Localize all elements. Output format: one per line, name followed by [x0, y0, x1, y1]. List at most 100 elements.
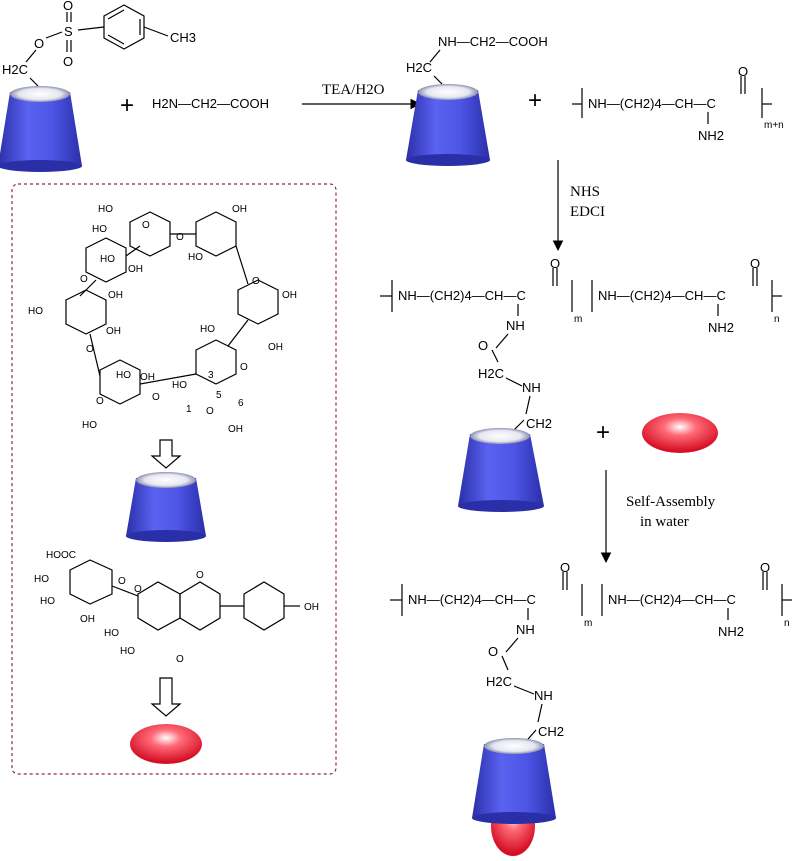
cd-number-3: 3 — [208, 370, 214, 381]
cd-label-8: O — [252, 276, 260, 287]
self-assembly-label: Self-Assembly — [626, 494, 716, 510]
cd-label-2: O — [176, 232, 184, 243]
conjugate-block2-nh2: NH2 — [708, 320, 734, 335]
cd-label-15: O — [86, 344, 94, 355]
cd-label-17: OH — [106, 326, 121, 337]
cd-label-3: OH — [232, 204, 247, 215]
cd-label-21: O — [152, 392, 160, 403]
cd-label-5: O — [142, 220, 150, 231]
cyclodextrin-cup-3 — [458, 428, 544, 512]
conjugate-block1-o: O — [550, 256, 560, 271]
beta-cyclodextrin-structure: HO O OH HO O HO OH O OH HO O OH OH HO O … — [28, 204, 297, 435]
cd-label-12: OH — [108, 290, 123, 301]
cyclodextrin-cup-2 — [406, 84, 490, 166]
cd-number-6: 6 — [238, 398, 244, 409]
assembly-block2-o: O — [760, 560, 770, 575]
polylysine-nh2: NH2 — [698, 128, 724, 143]
cd-label-9: OH — [282, 290, 297, 301]
flavonoid-cooh: HOOC — [46, 550, 76, 561]
conjugate-block2: NH—(CH2)4—CH—C — [598, 288, 726, 303]
cd-label-7: OH — [128, 264, 143, 275]
conjugate-amide-o: O — [478, 338, 488, 353]
assembly-block1-o: O — [560, 560, 570, 575]
flavonoid-label-7: HO — [104, 628, 119, 639]
benzene-ring — [103, 4, 145, 50]
inclusion-complex: NH—(CH2)4—CH—C O m NH—(CH2)4—CH—C O NH2 … — [390, 560, 792, 747]
inset-arrow-1 — [150, 439, 182, 469]
cd-label-19: HO — [172, 380, 187, 391]
cyclodextrin-cup-4 — [472, 738, 556, 856]
flavonoid-label-1: HO — [34, 574, 49, 585]
flavonoid-label-8: HO — [120, 646, 135, 657]
assembly-block1: NH—(CH2)4—CH—C — [408, 592, 536, 607]
tosyl-cyclodextrin: CH3 S O O O H2C — [2, 0, 196, 87]
conjugate-amide-nh: NH — [506, 318, 525, 333]
plus-sign-1: + — [120, 92, 134, 119]
polylysine-backbone: NH—(CH2)4—CH—C — [588, 96, 716, 111]
conjugate-block1: NH—(CH2)4—CH—C — [398, 288, 526, 303]
cd-label-1: HO — [98, 204, 113, 215]
assembly-amide-nh: NH — [516, 622, 535, 637]
cd-number-1: 1 — [186, 404, 192, 415]
sulfur-label: S — [64, 24, 73, 39]
ester-oxygen: O — [34, 36, 44, 51]
assembly-block1-sub: m — [584, 618, 592, 629]
sulfonyl-oxygen-down: O — [63, 54, 73, 69]
drug-ellipse-inset — [130, 724, 202, 764]
arrow-label-tea: TEA/H2O — [322, 82, 385, 98]
cyclodextrin-cup-1 — [0, 86, 82, 172]
assembly-block2-sub: n — [784, 618, 790, 629]
conjugate-linker-nh: NH — [522, 380, 541, 395]
flavonoid-structure: HOOC HO O HO OH O O HO HO O OH — [34, 550, 319, 665]
sulfonyl-oxygen-up: O — [63, 0, 73, 13]
assembly-block2-nh2: NH2 — [718, 624, 744, 639]
assembly-linker-nh: NH — [534, 688, 553, 703]
cd-label-22: OH — [140, 372, 155, 383]
product-nh-chain: NH—CH2—COOH — [438, 34, 548, 49]
flavonoid-label-9: O — [176, 654, 184, 665]
conjugate-block2-o: O — [750, 256, 760, 271]
cd-label-23: HO — [116, 370, 131, 381]
flavonoid-label-10: OH — [304, 602, 319, 613]
cd-label-20: O — [206, 406, 214, 417]
cd-label-18: O — [240, 362, 248, 373]
polylysine-carbonyl-o: O — [738, 64, 748, 79]
cd-label-16: HO — [200, 324, 215, 335]
conjugate-block2-sub: n — [774, 314, 780, 325]
product-methylene: H2C — [406, 60, 432, 75]
flavonoid-label-6: O — [196, 570, 204, 581]
plus-sign-2: + — [528, 87, 542, 114]
cd-label-14: HO — [28, 306, 43, 317]
cd-glycine-product: NH—CH2—COOH H2C — [406, 34, 548, 85]
cyclodextrin-cup-inset — [126, 472, 206, 542]
cd-label-4: HO — [92, 224, 107, 235]
conjugate-linker-h2c: H2C — [478, 366, 504, 381]
flavonoid-label-4: OH — [80, 614, 95, 625]
methyl-label: CH3 — [170, 30, 196, 45]
flavonoid-label-3: HO — [40, 596, 55, 607]
reagent-nhs: NHS — [570, 184, 600, 200]
assembly-linker-ch2: CH2 — [538, 724, 564, 739]
inset-frame — [11, 183, 337, 775]
cd-label-24: HO — [82, 420, 97, 431]
polylysine-subscript: m+n — [764, 120, 784, 131]
conjugate-block1-sub: m — [574, 314, 582, 325]
flavonoid-label-5: O — [134, 584, 142, 595]
in-water-label: in water — [640, 514, 689, 530]
polylysine: NH—(CH2)4—CH—C O NH2 m+n — [572, 64, 784, 143]
glycine-formula: H2N—CH2—COOH — [152, 96, 269, 111]
cd-label-6: HO — [100, 254, 115, 265]
cd-label-13: OH — [268, 342, 283, 353]
assembly-linker-h2c: H2C — [486, 674, 512, 689]
drug-ellipse-1 — [642, 413, 718, 453]
plus-sign-3: + — [596, 419, 610, 446]
inset-arrow-2 — [150, 677, 182, 717]
methylene-label: H2C — [2, 62, 28, 77]
cd-label-25: O — [96, 396, 104, 407]
flavonoid-label-2: O — [118, 576, 126, 587]
cd-label-10: HO — [188, 252, 203, 263]
reagent-edci: EDCI — [570, 204, 605, 220]
cd-number-5: 5 — [216, 390, 222, 401]
cd-label-26: OH — [228, 424, 243, 435]
